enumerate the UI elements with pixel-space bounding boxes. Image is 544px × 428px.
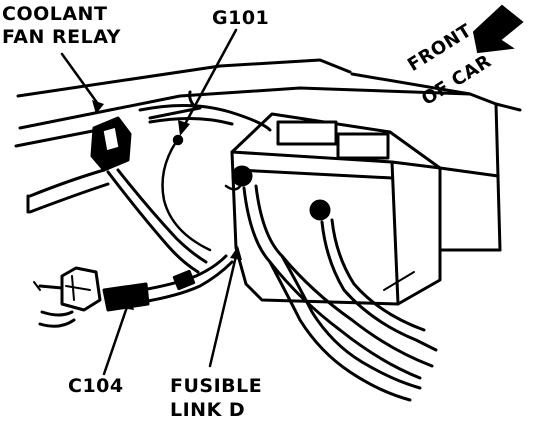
leader-lines [60,28,238,376]
ground-wire [161,134,246,252]
fender-outline [14,58,522,252]
battery-cables [242,184,438,402]
fusible-link [140,254,234,304]
coolant-fan-relay [90,116,132,172]
wiring-harness [26,90,272,274]
coolant-fan-relay-label: COOLANT [2,3,108,25]
fusible-link-label-line2: LINK D [170,399,246,421]
ground-g101-label: G101 [212,7,270,29]
c104-connector [33,266,150,328]
connector-c104-label: C104 [68,375,124,397]
coolant-fan-relay-label-line2: FAN RELAY [2,26,121,48]
fusible-link-label: FUSIBLE [170,375,263,397]
battery [230,112,442,306]
arrow-up-right-icon [472,4,524,54]
